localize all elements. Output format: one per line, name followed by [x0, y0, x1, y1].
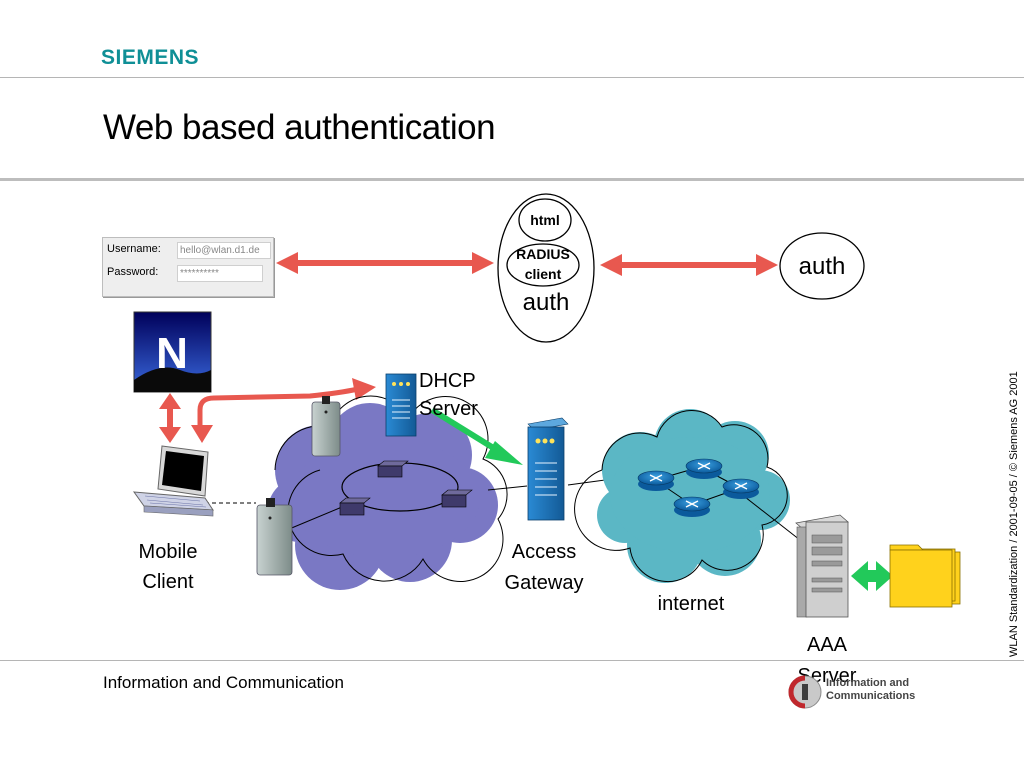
- client-label: client: [525, 266, 562, 282]
- arrow-dhcp-to-gateway: [430, 407, 523, 465]
- switch-left: [339, 497, 371, 516]
- dhcp-label-1: DHCP: [419, 370, 476, 392]
- arrow-aaa-to-database: [851, 561, 893, 591]
- footer-divider: [0, 660, 1024, 661]
- access-gateway-label-1: Access: [512, 541, 576, 563]
- arrow-login-to-proxy: [276, 252, 494, 274]
- access-point-top: [311, 396, 341, 457]
- radius-label: RADIUS: [516, 246, 570, 262]
- router-top: [685, 458, 723, 479]
- side-note: WLAN Standardization / 2001-09-05 / © Si…: [1008, 371, 1020, 657]
- link-gateway-to-internet: [567, 479, 606, 486]
- arrow-browser-to-client: [159, 393, 181, 443]
- login-form: Username: hello@wlan.d1.de Password: ***…: [102, 237, 274, 297]
- laptop-icon: [132, 445, 214, 517]
- aaa-server-label-1: AAA: [807, 634, 848, 656]
- arrow-client-to-dhcp: [191, 378, 376, 443]
- router-bottom: [673, 496, 711, 517]
- dhcp-server-icon: [385, 373, 417, 437]
- internet-cloud: [574, 409, 801, 583]
- auth-label: auth: [799, 253, 846, 280]
- footer-text: Information and Communication: [103, 673, 344, 692]
- access-point-bottom: [256, 498, 293, 576]
- password-label: Password:: [107, 266, 159, 278]
- username-field[interactable]: hello@wlan.d1.de: [177, 242, 271, 259]
- html-ellipse: [518, 198, 572, 242]
- internet-label: internet: [658, 593, 725, 615]
- folder-icon: [889, 544, 961, 608]
- access-gateway-label-2: Gateway: [505, 572, 584, 594]
- mobile-client-label-2: Client: [142, 571, 194, 593]
- switch-top: [377, 460, 409, 478]
- footer-brand: Information and Communications: [826, 677, 915, 703]
- page-title: Web based authentication: [103, 108, 496, 147]
- radius-ellipse: [506, 243, 580, 287]
- arrow-proxy-to-auth: [600, 254, 778, 276]
- mobile-client-label-1: Mobile: [139, 541, 198, 563]
- router-left: [637, 470, 675, 491]
- switch-right: [441, 489, 473, 508]
- ic-logo-icon: [788, 675, 822, 709]
- password-field[interactable]: **********: [177, 265, 263, 282]
- siemens-logo: SIEMENS: [101, 46, 200, 69]
- html-label: html: [530, 212, 560, 228]
- header-divider: [0, 77, 1024, 78]
- netscape-icon: N: [133, 311, 212, 393]
- router-right: [722, 478, 760, 499]
- netscape-letter: N: [156, 329, 188, 378]
- username-label: Username:: [107, 243, 161, 255]
- dhcp-label-2: Server: [419, 398, 478, 420]
- link-cloud-to-gateway: [487, 485, 528, 491]
- proxy-auth-label: auth: [523, 289, 570, 316]
- footer-brand-line1: Information and: [826, 677, 910, 689]
- auth-ellipse: [779, 232, 865, 300]
- footer-brand-line2: Communications: [826, 690, 916, 702]
- access-gateway-icon: [527, 417, 569, 521]
- title-divider: [0, 178, 1024, 181]
- aaa-server-icon: [795, 514, 849, 618]
